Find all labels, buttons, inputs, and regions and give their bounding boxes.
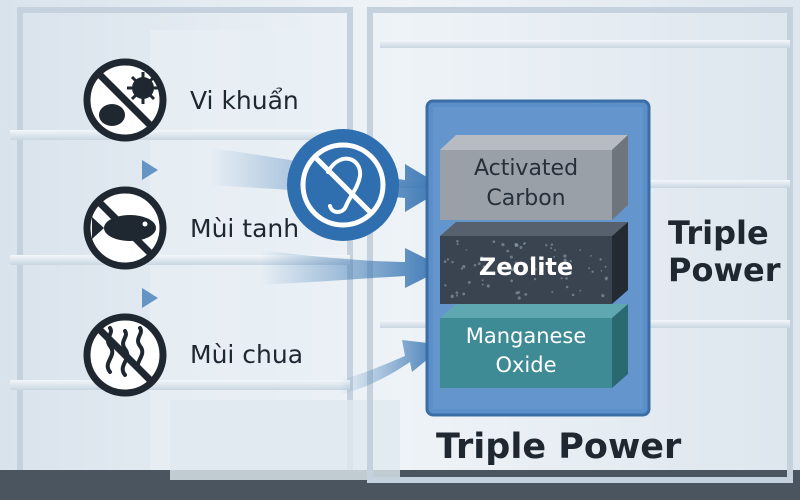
zeolite-speckle <box>604 276 608 280</box>
manganese-oxide-line2: Oxide <box>495 353 557 377</box>
zeolite-speckle <box>446 258 450 261</box>
zeolite-speckle <box>604 265 607 268</box>
zeolite-speckle <box>455 291 459 295</box>
zeolite-speckle <box>456 239 459 243</box>
manganese-oxide-label: Manganese Oxide <box>440 322 612 380</box>
zeolite-speckle <box>579 249 582 251</box>
zeolite-speckle <box>456 294 459 297</box>
no-odor-icon <box>287 129 399 241</box>
zeolite-speckle <box>506 249 510 253</box>
zeolite-speckle <box>579 289 582 292</box>
zeolite-speckle <box>517 296 521 300</box>
zeolite-speckle <box>599 258 602 261</box>
zeolite-speckle <box>509 255 513 259</box>
zeolite-speckle <box>605 278 608 281</box>
activated-carbon-layer <box>440 135 628 220</box>
zeolite-label: Zeolite <box>478 253 574 281</box>
zeolite-speckle <box>467 280 471 284</box>
activated-carbon-label: Activated Carbon <box>440 154 612 214</box>
zeolite-speckle <box>587 267 591 270</box>
zeolite-speckle <box>456 243 459 246</box>
zeolite-speckle <box>465 249 468 251</box>
manganese-oxide-line1: Manganese <box>465 324 587 348</box>
zeolite-speckle <box>569 259 572 263</box>
zeolite-speckle <box>473 263 477 267</box>
zeolite-speckle <box>529 258 532 260</box>
zeolite-speckle <box>481 283 484 286</box>
zeolite-speckle <box>486 284 490 288</box>
side-title-line2: Power <box>668 251 781 289</box>
zeolite-speckle <box>545 244 548 247</box>
zeolite-speckle <box>460 267 464 270</box>
label-sour-smell: Mùi chua <box>190 340 304 369</box>
no-sour-smell-icon <box>83 313 167 397</box>
zeolite-speckle <box>492 240 496 244</box>
activated-carbon-line1: Activated <box>473 156 579 181</box>
zeolite-speckle <box>522 242 526 245</box>
arrow-middle <box>260 248 445 288</box>
zeolite-speckle <box>601 294 605 298</box>
zeolite-speckle <box>554 249 556 252</box>
bottom-title: Triple Power <box>436 427 682 467</box>
side-title: Triple Power <box>668 215 780 289</box>
zeolite-speckle <box>533 277 537 281</box>
zeolite-speckle <box>550 243 554 246</box>
zeolite-speckle <box>514 261 518 264</box>
zeolite-speckle <box>553 255 556 258</box>
side-title-line1: Triple <box>668 214 769 252</box>
zeolite-speckle <box>514 242 518 247</box>
zeolite-speckle <box>462 292 466 296</box>
zeolite-speckle <box>524 292 528 296</box>
zeolite-speckle <box>451 260 454 264</box>
zeolite-speckle <box>482 265 486 268</box>
zeolite-speckle <box>523 264 527 268</box>
zeolite-speckle <box>600 270 603 272</box>
chevron-icon <box>142 288 158 308</box>
zeolite-speckle <box>565 277 568 280</box>
zeolite-speckle <box>481 279 484 282</box>
arrow-bottom <box>340 340 445 395</box>
zeolite-layer <box>440 222 628 304</box>
zeolite-speckle <box>510 279 513 283</box>
zeolite-speckle <box>563 258 567 262</box>
zeolite-speckle <box>501 243 505 247</box>
zeolite-speckle <box>563 254 567 258</box>
activated-carbon-line2: Carbon <box>486 186 566 211</box>
zeolite-speckle <box>590 255 592 257</box>
zeolite-speckle <box>532 258 535 261</box>
zeolite-speckle <box>480 256 484 260</box>
zeolite-speckle <box>571 293 575 297</box>
zeolite-speckle <box>516 265 519 268</box>
zeolite-speckle <box>541 262 545 266</box>
label-fishy-smell: Mùi tanh <box>190 214 300 243</box>
zeolite-speckle <box>443 260 447 263</box>
zeolite-speckle <box>550 247 553 250</box>
zeolite-speckle <box>591 270 594 273</box>
zeolite-speckle <box>519 245 523 250</box>
chevron-icon <box>142 160 158 180</box>
zeolite-speckle <box>515 291 519 295</box>
zeolite-speckle <box>565 285 569 289</box>
zeolite-speckle <box>450 294 454 299</box>
zeolite-speckle <box>560 277 563 280</box>
no-fish-icon <box>83 186 167 270</box>
zeolite-speckle <box>444 284 447 287</box>
zeolite-speckle <box>510 268 514 272</box>
zeolite-speckle <box>523 272 526 275</box>
zeolite-speckle <box>534 268 537 271</box>
zeolite-speckle <box>462 264 466 269</box>
label-bacteria: Vi khuẩn <box>190 86 299 115</box>
no-bacteria-icon <box>83 58 167 142</box>
zeolite-speckle <box>477 262 481 266</box>
zeolite-speckle <box>551 291 554 294</box>
manganese-oxide-layer <box>440 304 628 388</box>
